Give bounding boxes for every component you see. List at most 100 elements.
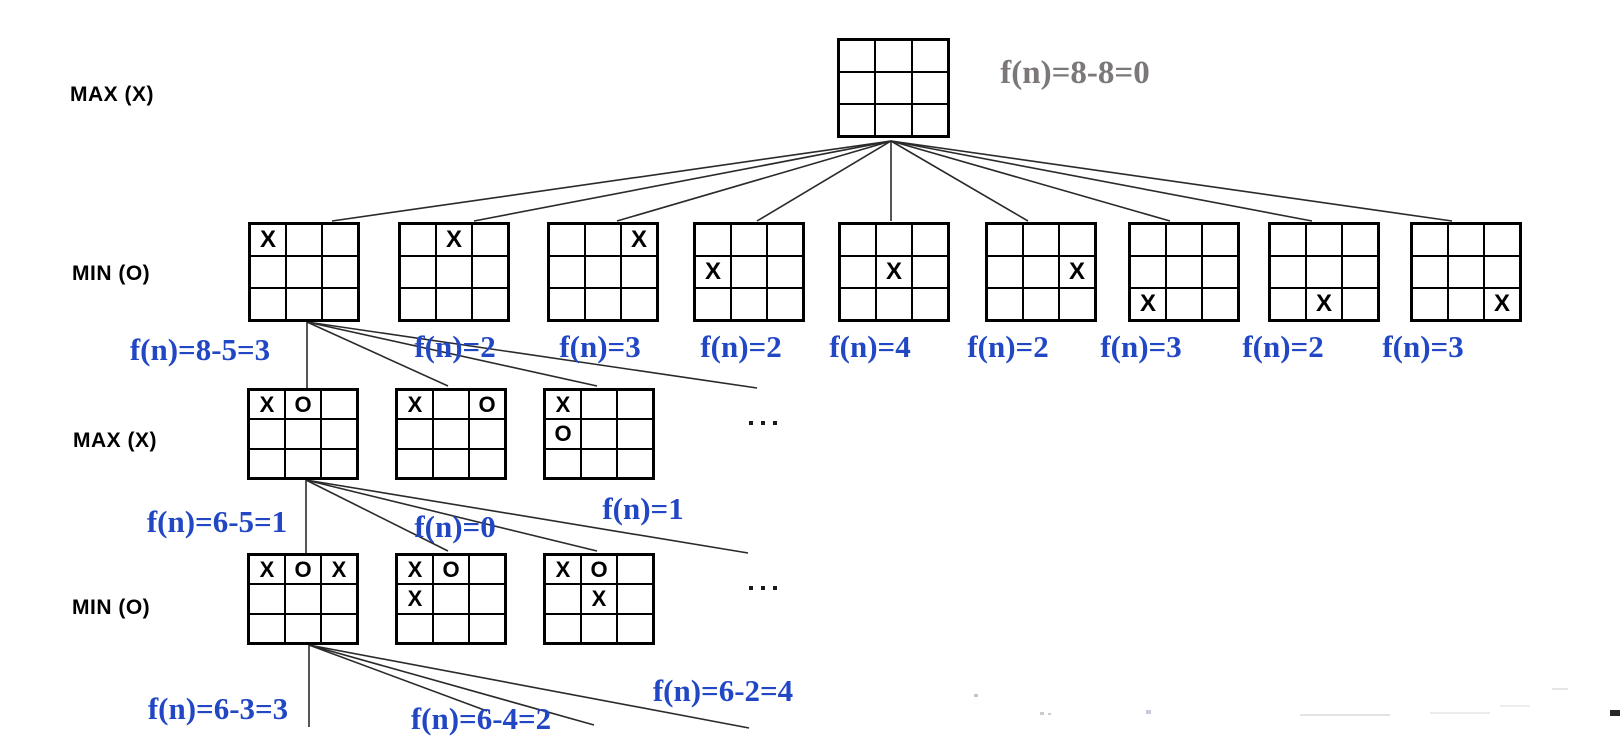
empty-cell <box>469 555 505 585</box>
scan-artifact <box>1048 713 1051 715</box>
ellipsis-dot <box>761 586 765 590</box>
scan-artifact <box>1300 714 1390 716</box>
empty-cell <box>286 224 322 256</box>
eval-function-label: f(n)=0 <box>414 509 496 544</box>
empty-cell <box>1130 224 1166 256</box>
tree-edge <box>756 140 892 222</box>
empty-cell <box>767 224 803 256</box>
scan-artifact <box>1552 688 1568 690</box>
scan-artifact <box>1146 710 1151 714</box>
eval-function-label: f(n)=3 <box>1100 329 1182 364</box>
x-mark-cell: X <box>1484 288 1520 320</box>
eval-function-label: f(n)=3 <box>559 329 641 364</box>
empty-cell <box>400 288 436 320</box>
empty-cell <box>987 288 1023 320</box>
empty-cell <box>469 448 505 478</box>
x-mark-cell: X <box>1130 288 1166 320</box>
empty-cell <box>1412 288 1448 320</box>
empty-cell <box>1270 256 1306 288</box>
empty-cell <box>469 613 505 643</box>
empty-cell <box>469 584 505 614</box>
empty-cell <box>1448 224 1484 256</box>
eval-function-label: f(n)=6-4=2 <box>410 701 552 736</box>
empty-cell <box>912 224 948 256</box>
empty-cell <box>911 40 948 72</box>
tree-edge <box>616 140 892 222</box>
tictactoe-board-min1-7: X <box>1128 222 1240 322</box>
empty-cell <box>621 288 657 320</box>
tree-edge <box>890 140 1313 222</box>
empty-cell <box>436 288 472 320</box>
ellipsis-dot <box>749 421 753 425</box>
empty-cell <box>436 256 472 288</box>
o-mark-cell: O <box>581 555 617 585</box>
empty-cell <box>1023 224 1059 256</box>
empty-cell <box>433 419 469 449</box>
tictactoe-board-min1-6: X <box>985 222 1097 322</box>
ellipsis-dot <box>761 421 765 425</box>
empty-cell <box>1448 288 1484 320</box>
ellipsis-continuation <box>749 586 777 590</box>
empty-cell <box>400 256 436 288</box>
empty-cell <box>621 256 657 288</box>
x-mark-cell: X <box>397 555 433 585</box>
o-mark-cell: O <box>545 419 581 449</box>
o-mark-cell: O <box>285 390 321 420</box>
tictactoe-board-min1-8: X <box>1268 222 1380 322</box>
x-mark-cell: X <box>321 555 357 585</box>
empty-cell <box>1059 288 1095 320</box>
empty-cell <box>617 390 653 420</box>
empty-cell <box>731 256 767 288</box>
level-label-min-2: MIN (O) <box>72 596 151 619</box>
empty-cell <box>249 448 285 478</box>
empty-cell <box>840 256 876 288</box>
tree-edge <box>890 140 1453 222</box>
empty-cell <box>581 613 617 643</box>
x-mark-cell: X <box>545 390 581 420</box>
empty-cell <box>545 613 581 643</box>
empty-cell <box>433 584 469 614</box>
tictactoe-board-min1-5: X <box>838 222 950 322</box>
empty-cell <box>400 224 436 256</box>
empty-cell <box>1484 224 1520 256</box>
eval-function-label: f(n)=1 <box>602 491 684 526</box>
x-mark-cell: X <box>621 224 657 256</box>
empty-cell <box>433 448 469 478</box>
empty-cell <box>1166 288 1202 320</box>
x-mark-cell: X <box>545 555 581 585</box>
empty-cell <box>911 104 948 136</box>
tree-edge <box>890 140 1171 222</box>
eval-function-label: f(n)=2 <box>414 329 496 364</box>
empty-cell <box>987 224 1023 256</box>
level-label-min-1: MIN (O) <box>72 262 151 285</box>
eval-function-label: f(n)=4 <box>829 329 911 364</box>
ellipsis-dot <box>773 586 777 590</box>
empty-cell <box>840 224 876 256</box>
x-mark-cell: X <box>1059 256 1095 288</box>
empty-cell <box>585 256 621 288</box>
empty-cell <box>286 288 322 320</box>
eval-function-label: f(n)=6-3=3 <box>147 691 289 726</box>
scan-artifact <box>1430 712 1490 714</box>
empty-cell <box>1306 256 1342 288</box>
x-mark-cell: X <box>695 256 731 288</box>
empty-cell <box>875 40 912 72</box>
empty-cell <box>617 613 653 643</box>
tictactoe-board-min1-1: X <box>248 222 360 322</box>
tictactoe-board-min1-9: X <box>1410 222 1522 322</box>
empty-cell <box>397 448 433 478</box>
empty-cell <box>1342 256 1378 288</box>
empty-cell <box>876 224 912 256</box>
empty-cell <box>581 448 617 478</box>
empty-cell <box>1130 256 1166 288</box>
empty-cell <box>250 288 286 320</box>
empty-cell <box>1484 256 1520 288</box>
o-mark-cell: O <box>285 555 321 585</box>
empty-cell <box>1342 224 1378 256</box>
empty-cell <box>250 256 286 288</box>
empty-cell <box>322 288 358 320</box>
